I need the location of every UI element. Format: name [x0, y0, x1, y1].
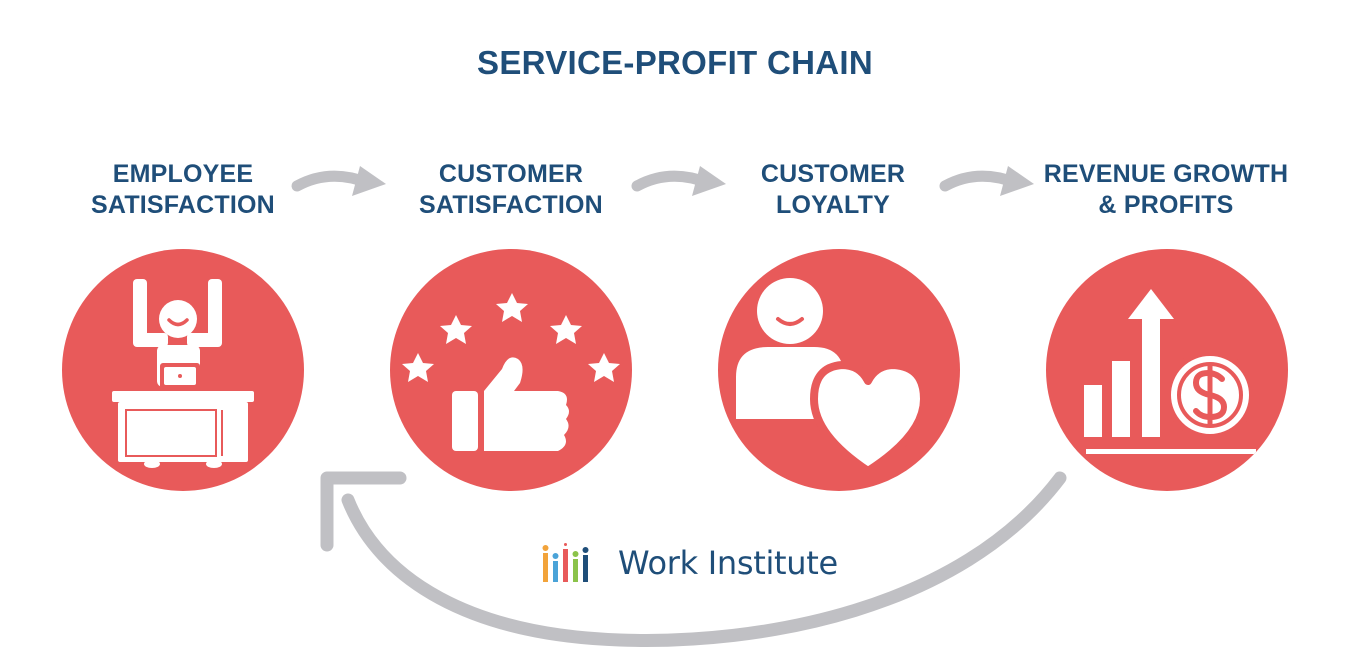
diagram-title: SERVICE-PROFIT CHAIN: [477, 44, 873, 81]
stage-label-line2: LOYALTY: [776, 191, 890, 219]
stage-label-revenue-growth-profits: REVENUE GROWTH & PROFITS: [1016, 159, 1316, 221]
return-arrow-icon: [320, 471, 1067, 647]
stage-label-line1: REVENUE GROWTH: [1043, 160, 1289, 188]
arrow-right-icon: [291, 166, 386, 196]
thumbs-up-stars-icon: [402, 293, 620, 451]
stage-label-line1: CUSTOMER: [438, 160, 584, 188]
employee-satisfaction-circle: [62, 249, 304, 491]
stage-label-employee-satisfaction: EMPLOYEE SATISFACTION: [33, 159, 333, 221]
logo-text: Work Institute: [618, 544, 838, 582]
stage-label-line2: & PROFITS: [1098, 191, 1234, 219]
bar-people-logo-icon: [542, 543, 589, 582]
customer-satisfaction-circle: [390, 249, 632, 491]
arrow-right-icon: [939, 166, 1034, 196]
cheering-employee-desk-icon: [112, 279, 254, 468]
person-heart-icon: [736, 278, 928, 475]
stage-label-line1: EMPLOYEE: [112, 160, 254, 188]
growth-chart-dollar-icon: [1084, 289, 1256, 454]
customer-loyalty-circle: [718, 249, 960, 491]
stage-label-customer-loyalty: CUSTOMER LOYALTY: [683, 159, 983, 221]
revenue-growth-circle: [1046, 249, 1288, 491]
stage-label-line2: SATISFACTION: [419, 191, 603, 219]
work-institute-logo: Work Institute: [540, 538, 838, 588]
stage-label-line2: SATISFACTION: [91, 191, 275, 219]
stage-label-line1: CUSTOMER: [760, 160, 906, 188]
stage-label-customer-satisfaction: CUSTOMER SATISFACTION: [361, 159, 661, 221]
arrow-right-icon: [631, 166, 726, 196]
